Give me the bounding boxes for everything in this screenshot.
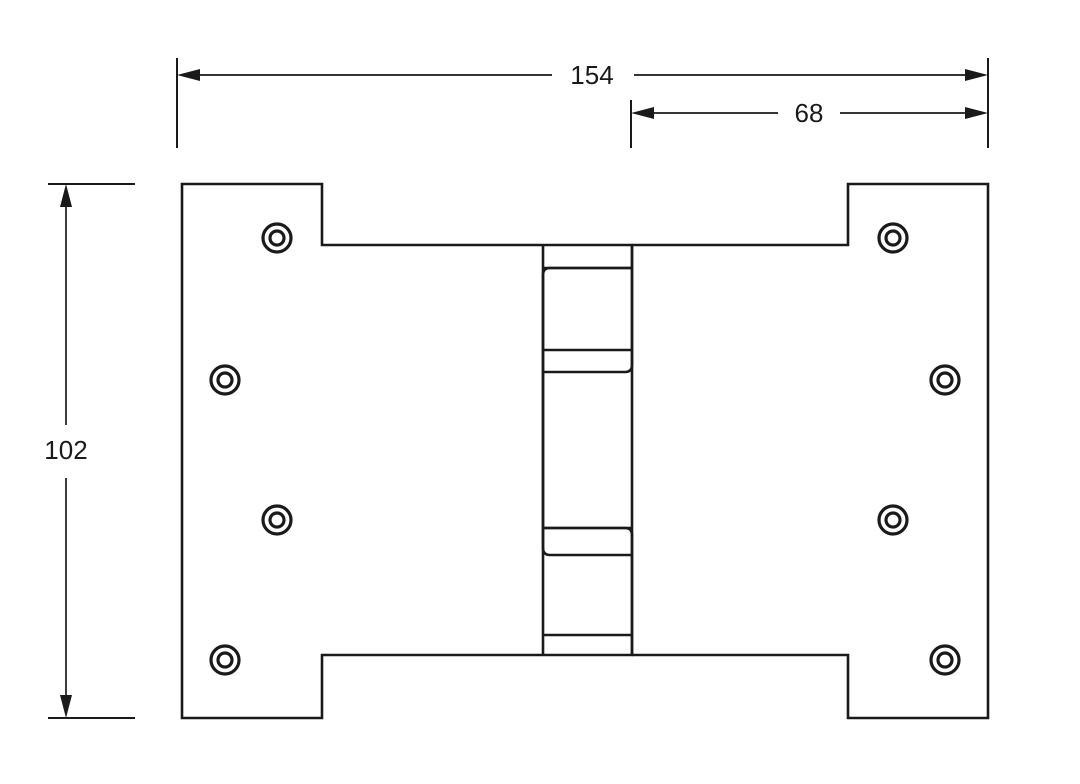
dimension-leaf-width: 68 [630,98,988,148]
dimension-label-154: 154 [570,60,613,90]
arrow-head-left-68 [631,107,654,119]
dimension-label-102: 102 [44,435,87,465]
knuckle-segment-left [541,266,632,557]
arrow-head-top-102 [60,184,72,207]
countersunk-screw-hole-icon [877,222,909,254]
arrow-head-right-68 [965,107,988,119]
left-leaf-outline [180,182,543,720]
dimension-overall-width: 154 [176,58,989,148]
knuckle-segment-top-right [543,243,634,374]
countersunk-screw-hole-icon [261,504,293,536]
countersunk-screw-hole-icon [877,504,909,536]
arrow-head-right-154 [965,69,988,81]
countersunk-screw-hole-icon [929,644,961,676]
right-leaf-outline [632,182,990,720]
countersunk-screw-hole-icon [929,364,961,396]
countersunk-screw-hole-icon [261,222,293,254]
dimension-label-68: 68 [795,98,824,128]
screw-hole-group [209,222,961,676]
arrow-head-left-154 [177,69,200,81]
countersunk-screw-hole-icon [209,644,241,676]
countersunk-screw-hole-icon [209,364,241,396]
dimension-overall-height: 102 [44,183,135,719]
hinge-body [180,182,990,720]
hinge-knuckle-assembly [541,243,634,657]
arrow-head-bottom-102 [60,695,72,718]
